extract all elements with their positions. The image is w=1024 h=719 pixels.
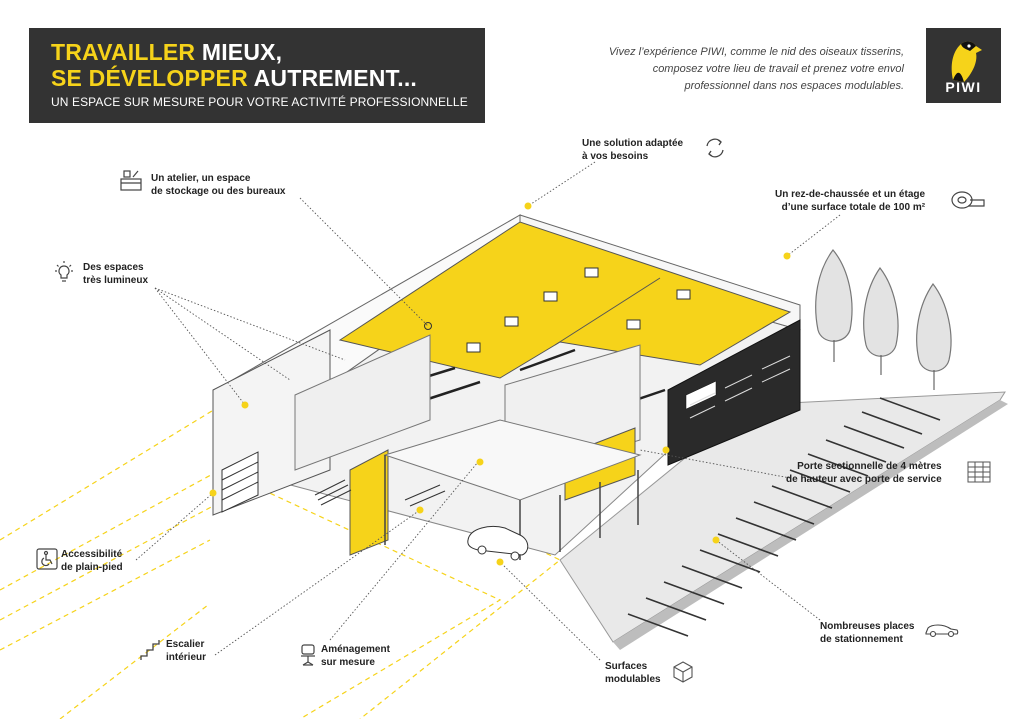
headline-subtitle: UN ESPACE SUR MESURE POUR VOTRE ACTIVITÉ…	[51, 95, 468, 109]
callout-porte: Porte sectionnelle de 4 mètres de hauteu…	[786, 460, 942, 486]
callout-surfaces: Surfaces modulables	[605, 660, 661, 686]
callout-amenagement: Aménagement sur mesure	[321, 643, 390, 669]
callout-accessibilite: Accessibilité de plain-pied	[61, 548, 123, 574]
callout-surface-line1: Un rez-de-chaussée et un étage	[775, 189, 926, 200]
workbench-icon	[120, 170, 142, 191]
yellow-panel-1	[349, 449, 389, 556]
callout-atelier: Un atelier, un espace de stockage ou des…	[151, 172, 286, 198]
callout-accessibilite-line2: de plain-pied	[61, 562, 123, 573]
callout-surface-line2: d’une surface totale de 100 m²	[781, 202, 926, 213]
callout-solution: Une solution adaptée à vos besoins	[582, 137, 683, 163]
refresh-cycle-icon	[706, 138, 724, 158]
headline-line1: TRAVAILLER MIEUX,	[51, 39, 282, 65]
headline-line2: SE DÉVELOPPER AUTREMENT...	[51, 65, 417, 91]
marker-dots	[209, 202, 791, 566]
intro-line-2: composez votre lieu de travail et prenez…	[652, 63, 904, 75]
interior-wall-1	[294, 334, 431, 471]
callout-surfaces-line1: Surfaces	[605, 661, 648, 672]
callout-lumineux: Des espaces très lumineux	[83, 261, 148, 287]
callout-atelier-line1: Un atelier, un espace	[151, 173, 251, 184]
car-icon	[925, 624, 959, 638]
left-door	[221, 451, 259, 513]
intro-line-3: professionnel dans nos espaces modulable…	[684, 80, 904, 92]
logo-text: PIWI	[945, 79, 982, 95]
chair-icon	[301, 644, 315, 666]
callout-atelier-line2: de stockage ou des bureaux	[151, 186, 286, 197]
headline-rest-2: AUTREMENT...	[247, 65, 418, 91]
parking-stripes	[627, 397, 941, 637]
car-drawing	[467, 526, 529, 561]
callout-lumineux-line1: Des espaces	[83, 262, 144, 273]
stairs-icon	[140, 640, 160, 660]
piwi-logo: PIWI	[926, 28, 1001, 103]
callout-places-line1: Nombreuses places	[820, 621, 915, 632]
stairs-drawing	[314, 479, 446, 507]
dark-facade	[667, 319, 801, 466]
callout-escalier-line2: intérieur	[166, 652, 207, 663]
parking-border	[613, 400, 1008, 650]
callout-amenagement-line1: Aménagement	[321, 644, 390, 655]
tape-measure-icon	[951, 191, 985, 209]
skylights	[466, 267, 691, 353]
callout-places-line2: de stationnement	[820, 634, 903, 645]
trees	[815, 249, 952, 390]
sectional-door-icon	[967, 461, 991, 483]
callout-lumineux-line2: très lumineux	[83, 275, 149, 286]
callout-accessibilite-line1: Accessibilité	[61, 549, 123, 560]
callout-porte-line1: Porte sectionnelle de 4 mètres	[797, 461, 942, 472]
lightbulb-icon	[55, 261, 73, 282]
callout-surfaces-line2: modulables	[605, 674, 661, 685]
facade-windows	[689, 355, 791, 419]
intro-text: Vivez l’expérience PIWI, comme le nid de…	[574, 44, 904, 95]
header-banner: TRAVAILLER MIEUX, SE DÉVELOPPER AUTREMEN…	[29, 28, 485, 123]
callout-solution-line2: à vos besoins	[582, 151, 649, 162]
callout-places: Nombreuses places de stationnement	[820, 620, 915, 646]
cube-icon	[673, 661, 693, 683]
callout-escalier-line1: Escalier	[166, 639, 205, 650]
callout-solution-line1: Une solution adaptée	[582, 138, 684, 149]
wheelchair-icon	[36, 548, 58, 570]
leader-lines	[135, 161, 841, 661]
bird-icon	[951, 41, 982, 82]
yellow-roof	[338, 221, 792, 379]
headline-highlight-1: TRAVAILLER	[51, 39, 196, 65]
callout-porte-line2: de hauteur avec porte de service	[786, 474, 942, 485]
headline-highlight-2: SE DÉVELOPPER	[51, 65, 248, 91]
intro-line-1: Vivez l’expérience PIWI, comme le nid de…	[608, 46, 904, 58]
callout-escalier: Escalier intérieur	[166, 638, 206, 664]
headline-rest-1: MIEUX,	[195, 39, 283, 65]
callout-amenagement-line2: sur mesure	[321, 657, 375, 668]
mezzanine	[383, 419, 642, 501]
callout-surface: Un rez-de-chaussée et un étage d’une sur…	[775, 188, 925, 214]
